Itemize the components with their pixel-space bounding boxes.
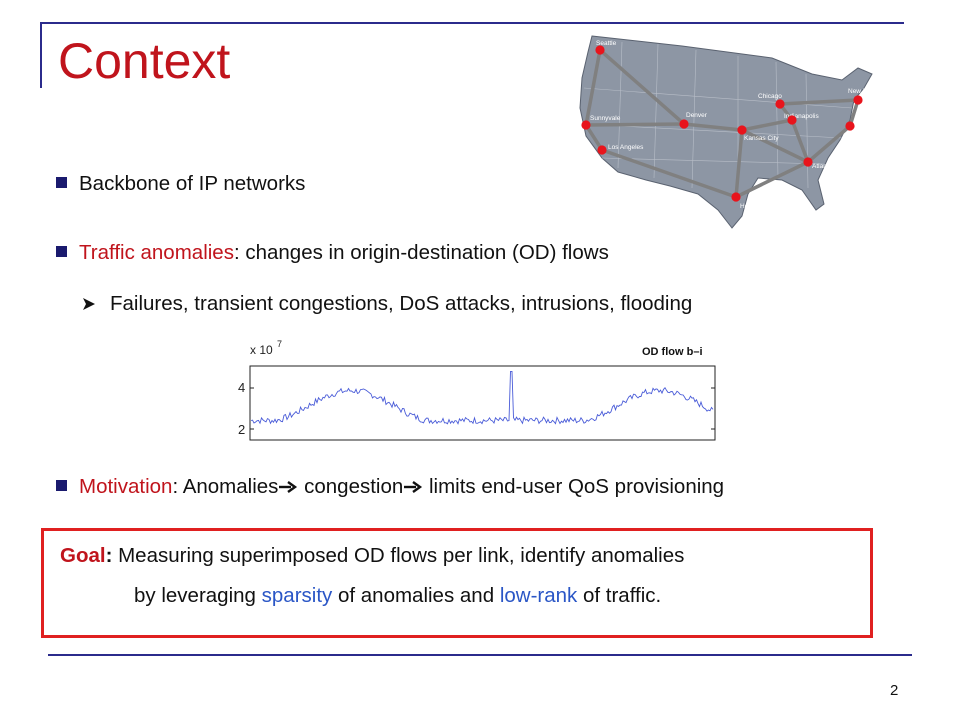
node-indianapolis bbox=[787, 115, 797, 125]
top-rule bbox=[40, 22, 904, 24]
node-chicago bbox=[775, 99, 785, 109]
goal-line-1: Goal: Measuring superimposed OD flows pe… bbox=[60, 544, 685, 567]
arrowhead-bullet-icon bbox=[83, 298, 95, 310]
node-seattle bbox=[595, 45, 605, 55]
od-flow-trace bbox=[250, 370, 714, 425]
node-new-york bbox=[853, 95, 863, 105]
bullet-square-icon bbox=[56, 177, 67, 188]
goal-line-2: by leveraging sparsity of anomalies and … bbox=[134, 584, 662, 607]
goal-label: Goal bbox=[60, 544, 106, 567]
highlight-sparsity: sparsity bbox=[261, 584, 333, 607]
plot-legend: OD flow b–i bbox=[642, 346, 703, 358]
city-label-houston: Houston bbox=[740, 203, 765, 210]
city-label-kansas-city: Kansas City bbox=[744, 135, 779, 142]
city-label-new-york: New York bbox=[848, 88, 876, 95]
city-label-sunnyvale: Sunnyvale bbox=[590, 115, 621, 122]
goal-box bbox=[41, 528, 873, 638]
state-borders bbox=[583, 41, 853, 189]
node-los-angeles bbox=[597, 145, 607, 155]
city-label-denver: Denver bbox=[686, 112, 708, 119]
highlight-traffic-anomalies: Traffic anomalies bbox=[79, 241, 234, 264]
left-rule bbox=[40, 22, 42, 88]
bottom-rule bbox=[48, 654, 912, 656]
right-arrow-icon bbox=[279, 481, 298, 493]
highlight-low-rank: low-rank bbox=[499, 584, 578, 607]
bullet-backbone: Backbone of IP networks bbox=[56, 172, 306, 195]
node-atlanta bbox=[803, 157, 813, 167]
bullet-square-icon bbox=[56, 480, 67, 491]
goal-text-line1: Measuring superimposed OD flows per link… bbox=[112, 544, 685, 567]
goal-colon: : bbox=[105, 544, 113, 567]
goal-text-c: of traffic. bbox=[577, 584, 662, 607]
us-backbone-map: Seattle Sunnyvale Los Angeles Denver Kan… bbox=[579, 35, 880, 229]
node-houston bbox=[731, 192, 741, 202]
plot-multiplier: x 10 bbox=[250, 343, 273, 357]
od-flow-plot: x 10 7 OD flow b–i 4 2 bbox=[238, 339, 716, 441]
plot-exponent: 7 bbox=[277, 339, 282, 349]
node-denver bbox=[679, 119, 689, 129]
node-kansas-city bbox=[737, 125, 747, 135]
bullet-text-part3: limits end-user QoS provisioning bbox=[423, 475, 725, 498]
city-label-chicago: Chicago bbox=[758, 93, 782, 100]
bullet-text: Backbone of IP networks bbox=[79, 172, 306, 195]
city-labels: Seattle Sunnyvale Los Angeles Denver Kan… bbox=[590, 40, 880, 210]
node-sunnyvale bbox=[581, 120, 591, 130]
bullet-text-part1: : Anomalies bbox=[172, 475, 279, 498]
goal-text-b: of anomalies and bbox=[332, 584, 500, 607]
bullet-text-part2: congestion bbox=[298, 475, 404, 498]
bullet-square-icon bbox=[56, 246, 67, 257]
plot-ytick-2: 2 bbox=[238, 422, 245, 437]
sub-bullet-text: Failures, transient congestions, DoS att… bbox=[110, 292, 693, 315]
goal-text-a: by leveraging bbox=[134, 584, 262, 607]
city-label-washington: Washington bbox=[846, 131, 880, 138]
right-arrow-icon bbox=[404, 481, 423, 493]
network-nodes bbox=[581, 45, 863, 202]
bullet-text: : changes in origin-destination (OD) flo… bbox=[233, 241, 609, 264]
plot-frame bbox=[249, 365, 716, 441]
slide-title: Context bbox=[58, 33, 231, 89]
bullet-traffic-anomalies: Traffic anomalies: changes in origin-des… bbox=[56, 241, 609, 264]
bullet-motivation: Motivation: Anomalies congestion limits … bbox=[56, 475, 725, 498]
sub-bullet-failures: Failures, transient congestions, DoS att… bbox=[82, 292, 693, 315]
city-label-indianapolis: Indianapolis bbox=[784, 113, 819, 120]
node-washington bbox=[845, 121, 855, 131]
city-label-los-angeles: Los Angeles bbox=[608, 144, 644, 151]
city-label-seattle: Seattle bbox=[596, 40, 617, 47]
plot-ytick-4: 4 bbox=[238, 380, 245, 395]
page-number: 2 bbox=[890, 682, 899, 699]
highlight-motivation: Motivation bbox=[79, 475, 173, 498]
city-label-atlanta: Atlanta bbox=[812, 163, 833, 170]
